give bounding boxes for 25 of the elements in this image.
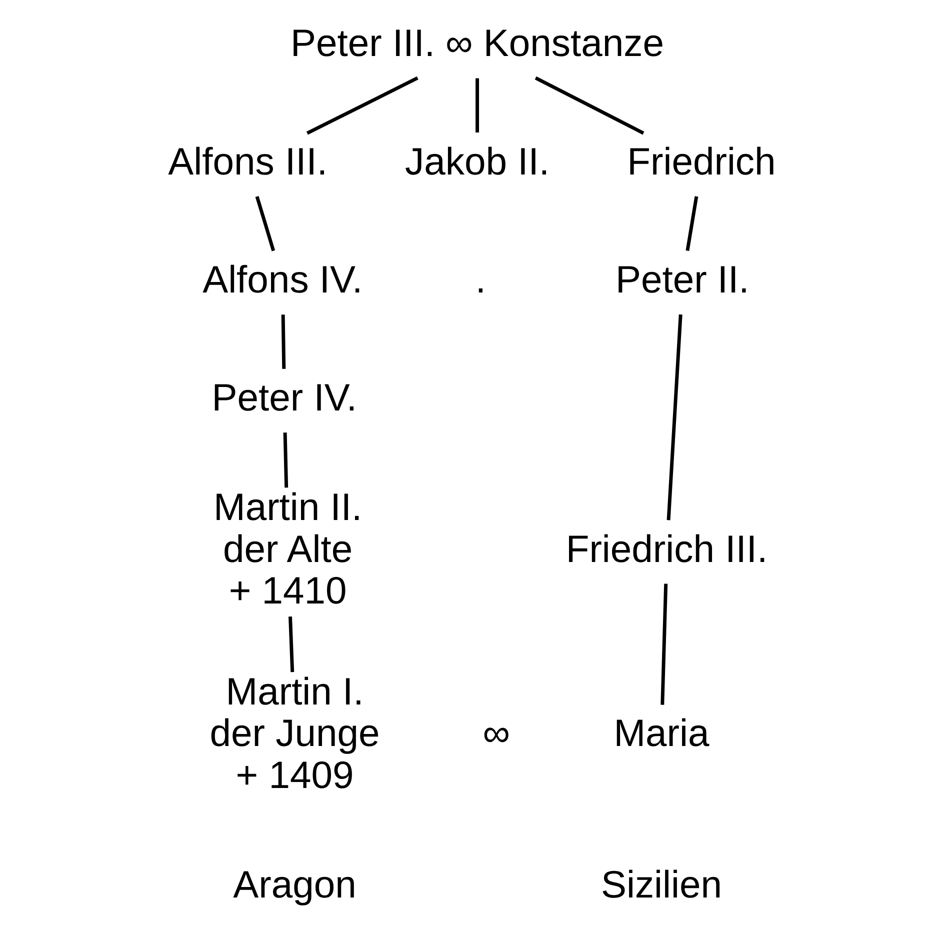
label: Sizilien [600, 863, 722, 906]
node-text: Alfons IV. [202, 258, 362, 302]
connector [666, 314, 682, 520]
connector [475, 78, 479, 132]
label: Aragon [232, 863, 356, 906]
connector [306, 76, 418, 135]
connector [254, 196, 275, 252]
connector [282, 432, 288, 488]
node-text: Peter IV. [211, 376, 356, 420]
connector [288, 616, 294, 672]
label: ∞ [482, 712, 510, 756]
label: . [474, 258, 486, 302]
node-text: Friedrich III. [565, 528, 768, 571]
connector [660, 584, 668, 705]
connector [685, 196, 698, 251]
node-text: Martin II. der Alte + 1410 [212, 486, 362, 613]
connector [534, 76, 644, 135]
node-text: Friedrich [626, 140, 776, 184]
connector [280, 314, 286, 369]
node-text: Jakob II. [404, 140, 550, 184]
node-text: Peter II. [614, 258, 749, 302]
node-text: Maria [613, 712, 709, 756]
node-text: Martin I. der Junge + 1409 [209, 670, 380, 797]
node-text: Alfons III. [168, 140, 328, 184]
node-text: Peter III. ∞ Konstanze [290, 22, 664, 66]
